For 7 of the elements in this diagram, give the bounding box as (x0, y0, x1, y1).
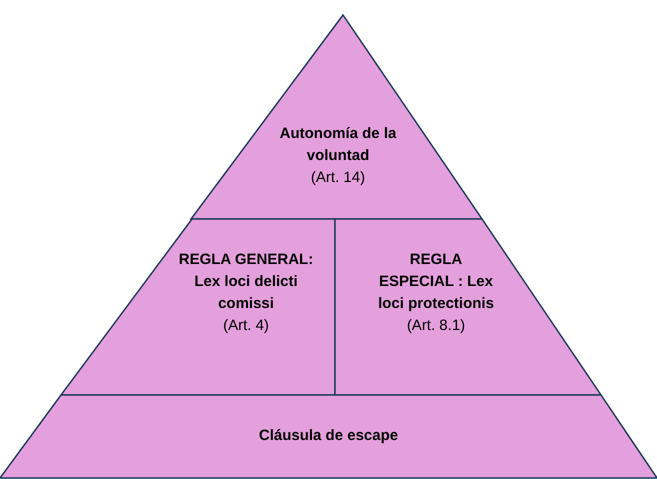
article-reference: (Art. 8.1) (406, 316, 466, 336)
article-reference: (Art. 4) (223, 316, 269, 336)
section-title: Autonomía de la voluntad (278, 124, 398, 166)
section-title: REGLA GENERAL: Lex loci delicti comissi (178, 250, 314, 314)
section-title: REGLA ESPECIAL : Lex loci protectionis (377, 250, 495, 314)
section-title: Cláusula de escape (258, 426, 398, 446)
article-reference: (Art. 14) (310, 168, 366, 188)
